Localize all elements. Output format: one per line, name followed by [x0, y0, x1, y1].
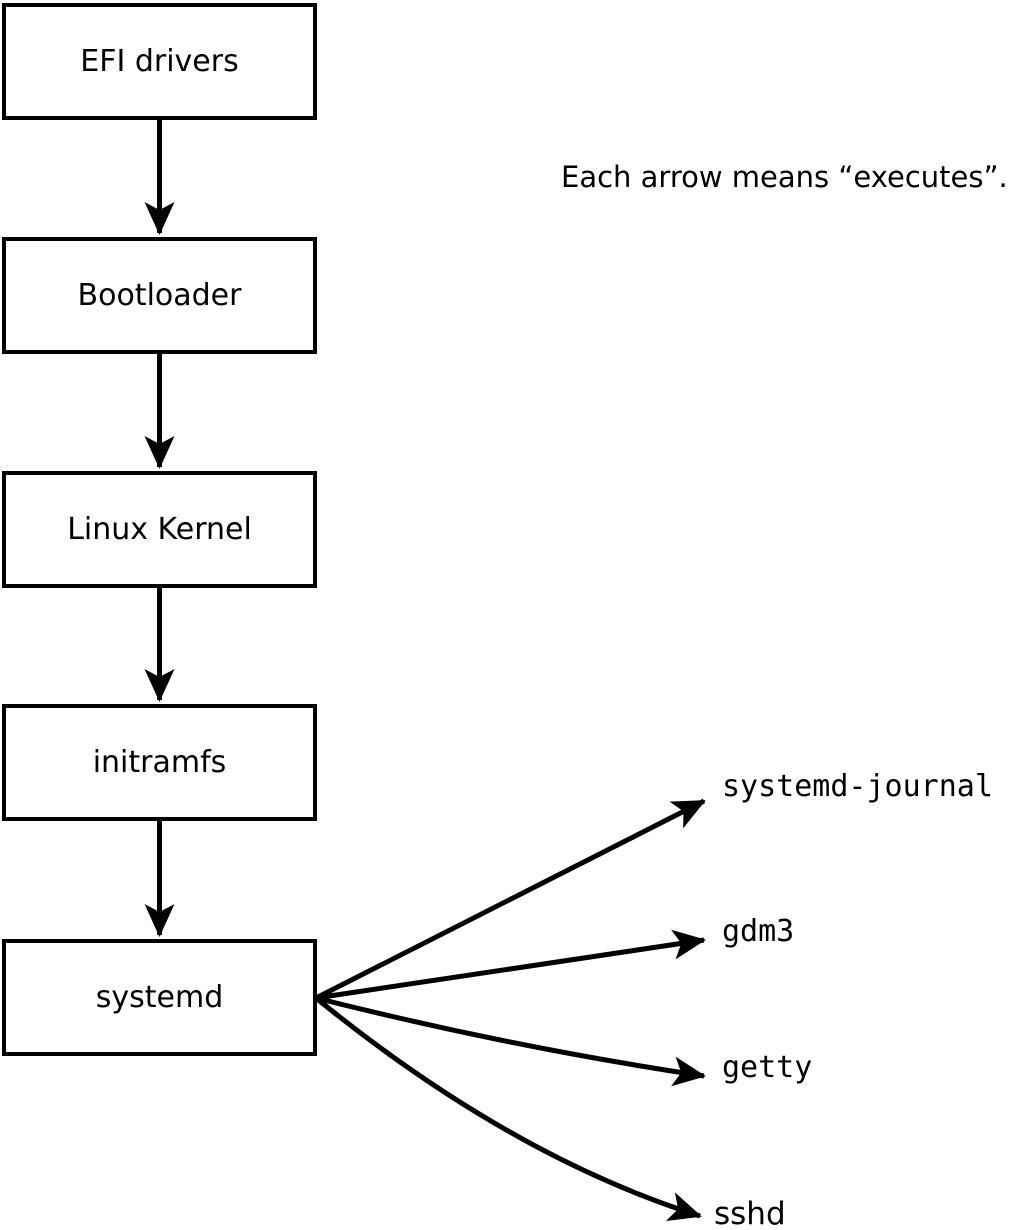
node-linux-kernel: Linux Kernel: [2, 471, 317, 588]
node-bootloader: Bootloader: [2, 237, 317, 354]
arrow-systemd-to-getty: [315, 995, 706, 1087]
node-bootloader-label: Bootloader: [77, 277, 242, 313]
arrow-systemd-to-journal: [314, 798, 706, 1001]
node-initramfs-label: initramfs: [92, 744, 227, 780]
label-getty: getty: [722, 1050, 813, 1085]
node-initramfs: initramfs: [2, 704, 317, 821]
node-systemd: systemd: [2, 939, 317, 1056]
node-linux-kernel-label: Linux Kernel: [67, 511, 252, 547]
arrow-systemd-to-gdm3: [315, 929, 706, 1001]
label-systemd-journal: systemd-journal: [722, 769, 993, 804]
node-efi-drivers-label: EFI drivers: [80, 43, 239, 79]
arrow-systemd-to-sshd: [314, 996, 702, 1221]
caption-arrow-meaning: Each arrow means “executes”.: [561, 160, 1008, 194]
label-gdm3: gdm3: [722, 914, 795, 949]
node-systemd-label: systemd: [95, 979, 224, 1015]
node-efi-drivers: EFI drivers: [2, 3, 317, 120]
label-sshd: sshd: [714, 1196, 786, 1230]
